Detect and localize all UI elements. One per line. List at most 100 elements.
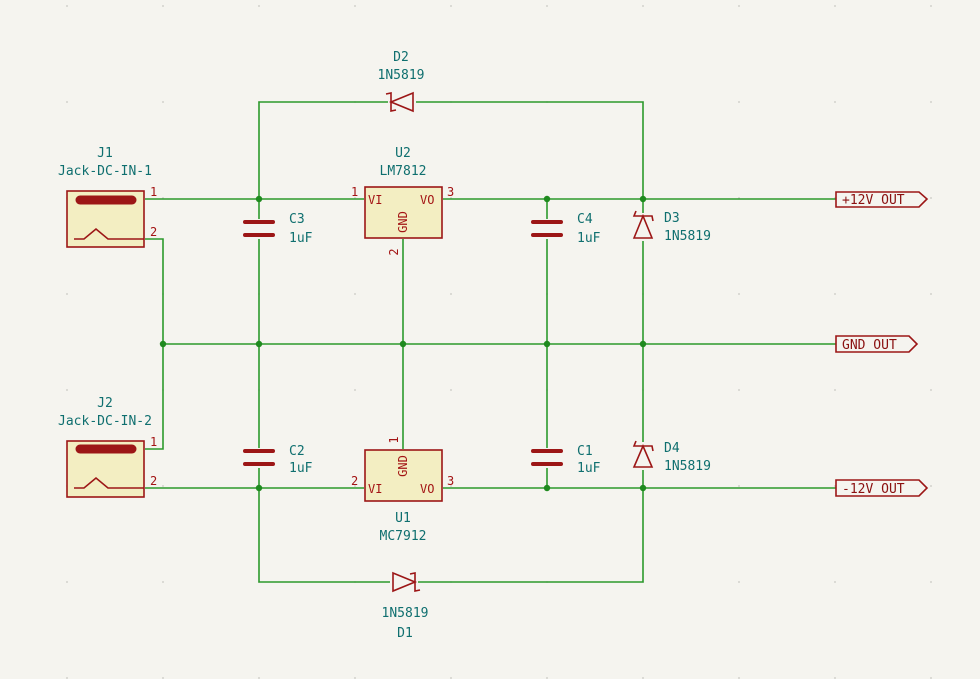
grid-dot (354, 389, 356, 391)
wire-d2-loop (258, 101, 644, 199)
d2-reference: D2 (393, 50, 409, 65)
c4-reference: C4 (577, 212, 593, 227)
capacitor-c2[interactable]: C2 1uF (242, 444, 313, 476)
jack-j2-symbol (66, 440, 145, 498)
junction (255, 340, 263, 348)
label-gnd-shape (835, 335, 919, 353)
u2-reference: U2 (395, 146, 411, 161)
diode-d4[interactable]: D4 1N5819 (632, 440, 711, 474)
d1-value: 1N5819 (382, 606, 429, 621)
grid-dot (546, 5, 548, 7)
jack-j1-symbol (66, 190, 145, 248)
c2-value: 1uF (289, 461, 313, 476)
grid-dot (738, 101, 740, 103)
capacitor-c3[interactable]: C3 1uF (242, 212, 313, 246)
junction (543, 195, 551, 203)
u1-body (364, 449, 443, 502)
diode-d3[interactable]: D3 1N5819 (632, 210, 711, 244)
grid-dot (642, 5, 644, 7)
d2-cathode-bar (385, 92, 397, 112)
d1-gap (390, 572, 418, 592)
d4-gap (632, 442, 654, 470)
grid-dot (66, 581, 68, 583)
regulator-u1[interactable]: U1 MC7912 VI VO GND 2 3 1 (351, 436, 454, 544)
u1-pin-gnd-number: 1 (387, 436, 401, 443)
d3-triangle (632, 213, 654, 239)
u2-pin-gnd-number: 2 (387, 248, 401, 255)
grid-dots (66, 5, 932, 679)
grid-dot (162, 485, 164, 487)
junction (543, 340, 551, 348)
grid-dot (450, 677, 452, 679)
grid-dot (450, 485, 452, 487)
junctions (159, 195, 647, 492)
label-pos-12v[interactable]: +12V OUT (835, 191, 929, 208)
d4-triangle (632, 443, 654, 468)
grid-dot (162, 101, 164, 103)
label-gnd[interactable]: GND OUT (835, 335, 919, 353)
jack-j1[interactable]: J1 Jack-DC-IN-1 1 2 (58, 146, 157, 248)
junction (399, 340, 407, 348)
capacitor-c1[interactable]: C1 1uF (530, 444, 601, 476)
grid-dot (258, 5, 260, 7)
label-pos-12v-text: +12V OUT (842, 193, 905, 208)
wire-d1-loop (258, 488, 644, 583)
u1-vo-label: VO (420, 482, 434, 496)
grid-dot (162, 5, 164, 7)
u1-vi-label: VI (368, 482, 382, 496)
grid-dot (738, 5, 740, 7)
u2-gnd-label: GND (396, 211, 410, 233)
d2-triangle (388, 91, 414, 113)
grid-dot (450, 389, 452, 391)
grid-dot (738, 485, 740, 487)
wire-j2-pin1 (145, 344, 164, 450)
grid-dot (930, 581, 932, 583)
u1-pin-in-number: 2 (351, 474, 358, 488)
diode-d2[interactable]: D2 1N5819 (378, 50, 425, 113)
label-neg-12v-shape (835, 479, 929, 497)
junction (639, 340, 647, 348)
d1-reference: D1 (397, 626, 413, 641)
u1-pin-out-number: 3 (447, 474, 454, 488)
grid-dot (354, 677, 356, 679)
grid-dot (450, 293, 452, 295)
grid-dot (930, 293, 932, 295)
d2-gap (388, 92, 416, 112)
d3-gap (632, 213, 654, 241)
d1-cathode-bar (409, 572, 421, 592)
j2-value: Jack-DC-IN-2 (58, 414, 152, 429)
c2-reference: C2 (289, 444, 305, 459)
wire-j1-pin2 (145, 238, 164, 344)
grid-dot (738, 677, 740, 679)
d2-value: 1N5819 (378, 68, 425, 83)
d4-value: 1N5819 (664, 459, 711, 474)
capacitor-c4[interactable]: C4 1uF (530, 212, 601, 246)
grid-dot (354, 293, 356, 295)
d4-cathode-bar (632, 440, 654, 452)
grid-dot (450, 5, 452, 7)
c3-value: 1uF (289, 231, 313, 246)
u2-pin-in-number: 1 (351, 185, 358, 199)
diode-d1[interactable]: 1N5819 D1 (382, 571, 429, 641)
c1-reference: C1 (577, 444, 593, 459)
u2-pin-out-number: 3 (447, 185, 454, 199)
label-gnd-text: GND OUT (842, 338, 897, 353)
label-neg-12v[interactable]: -12V OUT (835, 479, 929, 497)
grid-dot (834, 293, 836, 295)
jack-j2[interactable]: J2 Jack-DC-IN-2 1 2 (58, 396, 157, 498)
d3-reference: D3 (664, 211, 680, 226)
u2-vi-label: VI (368, 193, 382, 207)
junction (255, 484, 263, 492)
grid-dot (930, 677, 932, 679)
regulator-u2[interactable]: U2 LM7812 VI VO GND 1 3 2 (351, 146, 454, 256)
c4-value: 1uF (577, 231, 601, 246)
grid-dot (834, 5, 836, 7)
j1-reference: J1 (97, 146, 113, 161)
grid-dot (738, 293, 740, 295)
d3-value: 1N5819 (664, 229, 711, 244)
grid-dot (834, 389, 836, 391)
j1-pin1-number: 1 (150, 185, 157, 199)
j2-reference: J2 (97, 396, 113, 411)
junction (543, 484, 551, 492)
